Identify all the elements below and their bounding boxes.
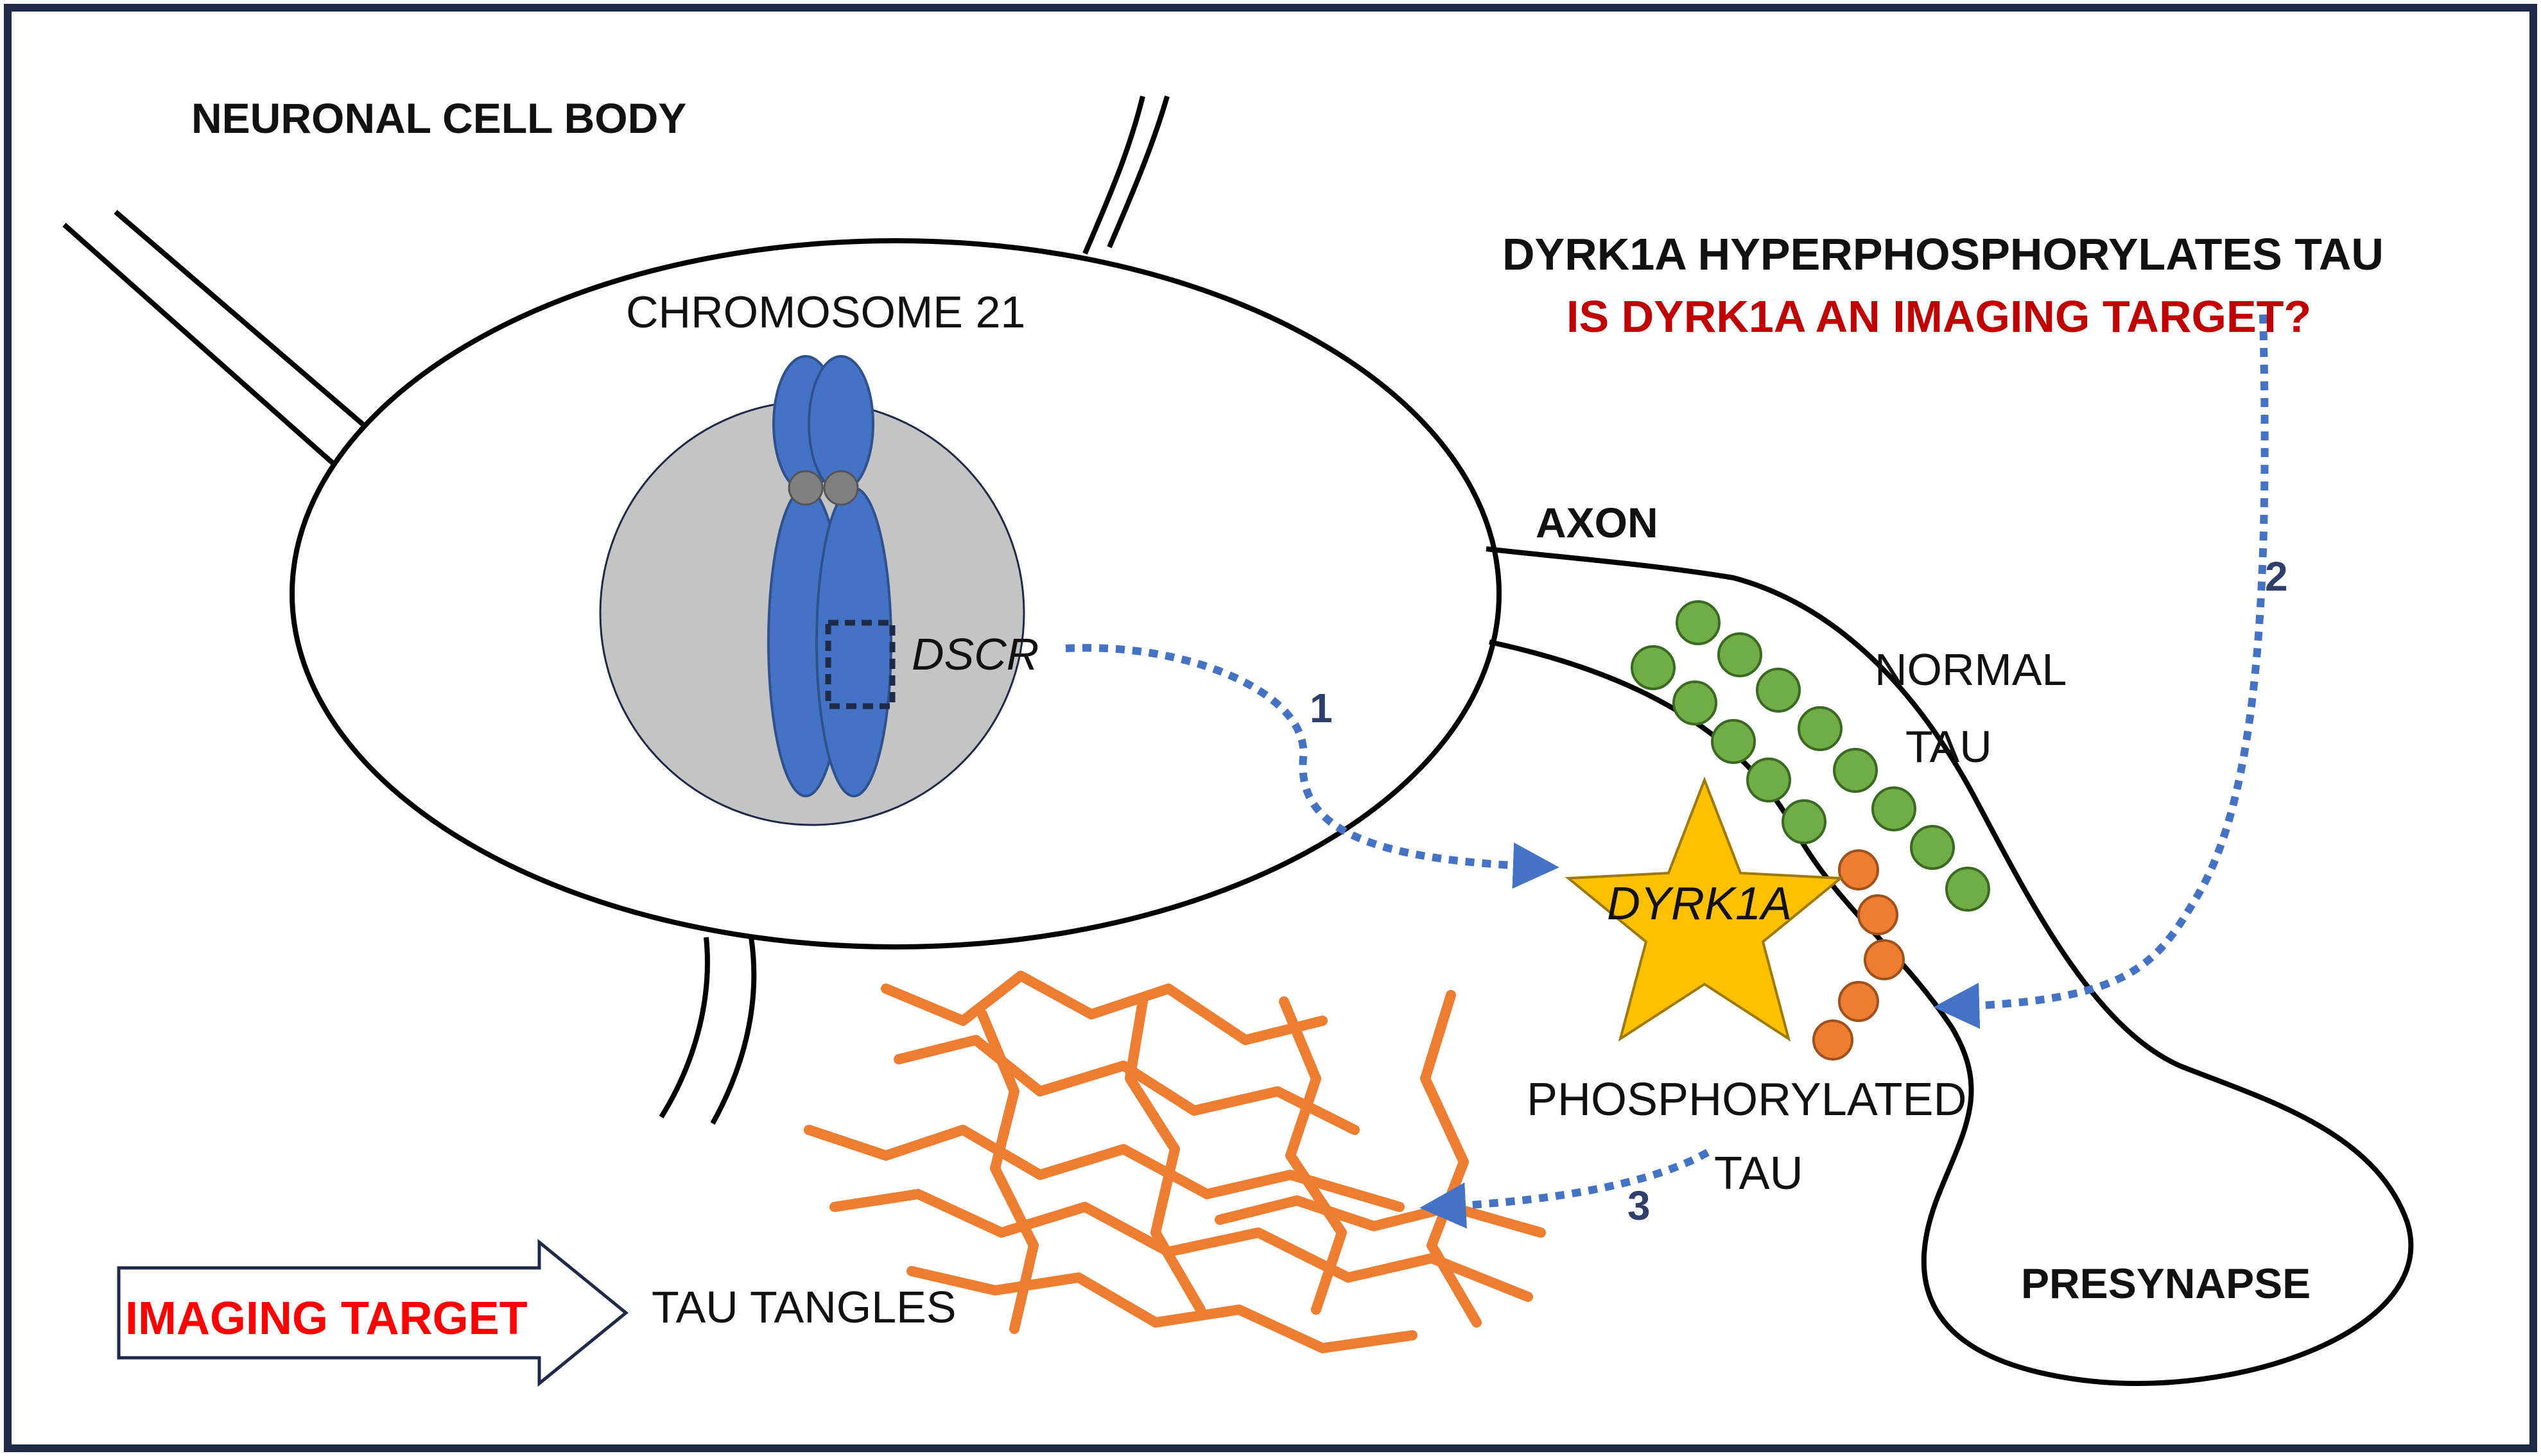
- chromosome-label: CHROMOSOME 21: [626, 287, 1025, 337]
- normal-tau-label-line2: TAU: [1905, 722, 1992, 772]
- axon-label: AXON: [1536, 499, 1658, 546]
- arrow-1-dscr-to-dyrk1a: [1065, 644, 1559, 889]
- neuronal-cell-body-label: NEURONAL CELL BODY: [191, 94, 686, 142]
- normal-tau-beads: [1631, 600, 1990, 912]
- dscr-region-box: [825, 620, 896, 709]
- tau-tangles-label: TAU TANGLES: [652, 1282, 957, 1332]
- dendrite-top-left: [62, 209, 400, 480]
- dyrk1a-star-icon: [1565, 776, 1844, 1042]
- dyrk1a-label: DYRK1A: [1607, 878, 1792, 930]
- centromere-left: [788, 470, 824, 506]
- dscr-label: DSCR: [912, 629, 1039, 679]
- tau-tangles: [804, 971, 1546, 1353]
- step-3-number: 3: [1627, 1183, 1651, 1229]
- question-label: IS DYRK1A AN IMAGING TARGET?: [1566, 291, 2311, 342]
- step-1-number: 1: [1310, 685, 1333, 731]
- phosphorylated-tau-label-line1: PHOSPHORYLATED: [1527, 1074, 1967, 1125]
- arrow-3-tau-to-tangles: [1419, 1148, 1710, 1229]
- arrow-2-question-to-tau: [1933, 314, 2269, 1029]
- step-2-number: 2: [2265, 553, 2288, 600]
- dendrite-bottom-left: [659, 937, 757, 1125]
- normal-tau-label-line1: NORMAL: [1875, 645, 2067, 695]
- phosphorylated-tau-label-line2: TAU: [1714, 1148, 1803, 1199]
- presynapse-label: PRESYNAPSE: [2021, 1260, 2311, 1307]
- phosphorylated-tau-beads: [1812, 849, 1905, 1061]
- headline-label: DYRK1A HYPERPHOSPHORYLATES TAU: [1502, 229, 2384, 279]
- centromere-right: [823, 470, 859, 506]
- dendrite-top-right: [1082, 95, 1170, 255]
- imaging-target-outline-arrow-right-icon: [117, 1238, 629, 1387]
- chromosome-21: [767, 355, 896, 797]
- imaging-target-label: IMAGING TARGET: [125, 1293, 528, 1344]
